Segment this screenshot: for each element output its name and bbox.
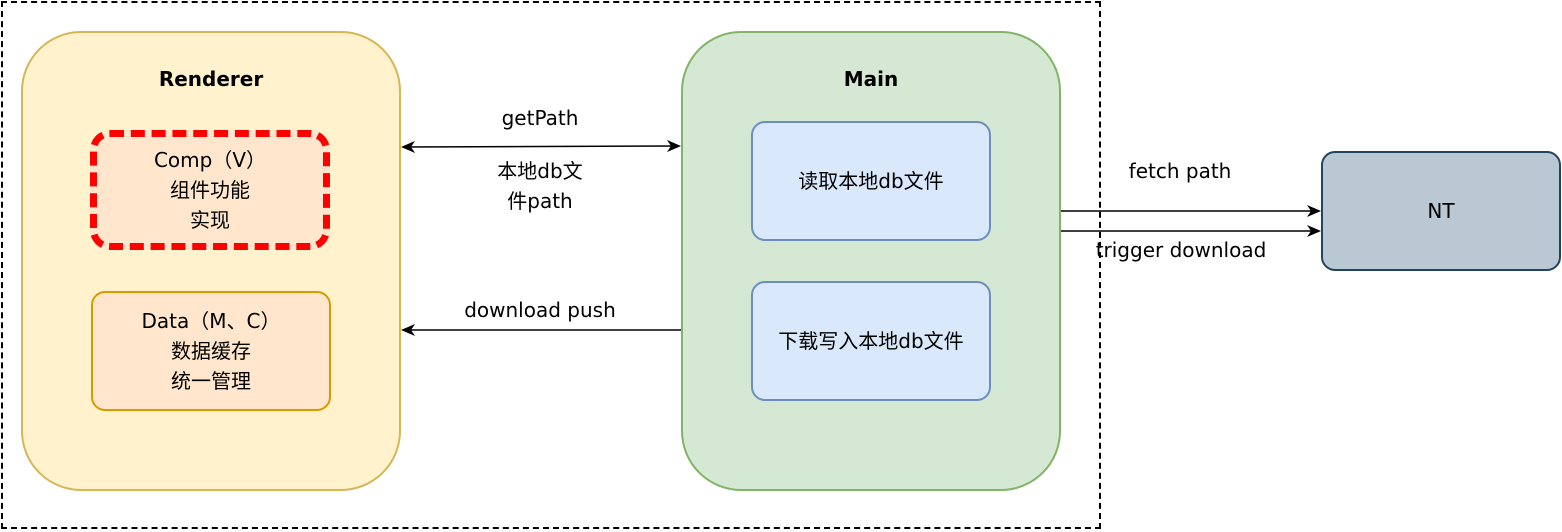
trigger-download-label: trigger download bbox=[1095, 238, 1267, 262]
nt-label: NT bbox=[1427, 199, 1455, 223]
write-db-node[interactable]: 下载写入本地db文件 bbox=[751, 281, 991, 401]
renderer-process[interactable]: Renderer bbox=[21, 31, 401, 491]
main-title: Main bbox=[843, 67, 899, 91]
get-path-label: getPath bbox=[501, 106, 579, 130]
write-db-label: 下载写入本地db文件 bbox=[778, 329, 964, 353]
read-db-node[interactable]: 读取本地db文件 bbox=[751, 121, 991, 241]
data-model-node[interactable]: Data（M、C） 数据缓存 统一管理 bbox=[91, 291, 331, 411]
get-path-arrow bbox=[401, 140, 681, 153]
nt-node[interactable]: NT bbox=[1321, 151, 1561, 271]
read-db-label: 读取本地db文件 bbox=[798, 169, 944, 193]
db-path-label-line2: 件path bbox=[507, 189, 573, 213]
db-path-label-line1: 本地db文 bbox=[497, 159, 583, 183]
data-label: Data（M、C） bbox=[141, 309, 281, 333]
main-process[interactable]: Main bbox=[681, 31, 1061, 491]
data-desc-line1: 数据缓存 bbox=[171, 339, 251, 363]
data-desc-line2: 统一管理 bbox=[171, 369, 251, 393]
fetch-path-label: fetch path bbox=[1128, 159, 1232, 183]
comp-view-node[interactable]: Comp（V） 组件功能 实现 bbox=[90, 130, 330, 250]
comp-label: Comp（V） bbox=[153, 148, 267, 172]
renderer-title: Renderer bbox=[158, 67, 264, 91]
comp-desc-line1: 组件功能 bbox=[170, 178, 250, 202]
comp-desc-line2: 实现 bbox=[190, 208, 230, 232]
process-boundary bbox=[1, 1, 1101, 529]
download-push-label: download push bbox=[464, 298, 616, 322]
